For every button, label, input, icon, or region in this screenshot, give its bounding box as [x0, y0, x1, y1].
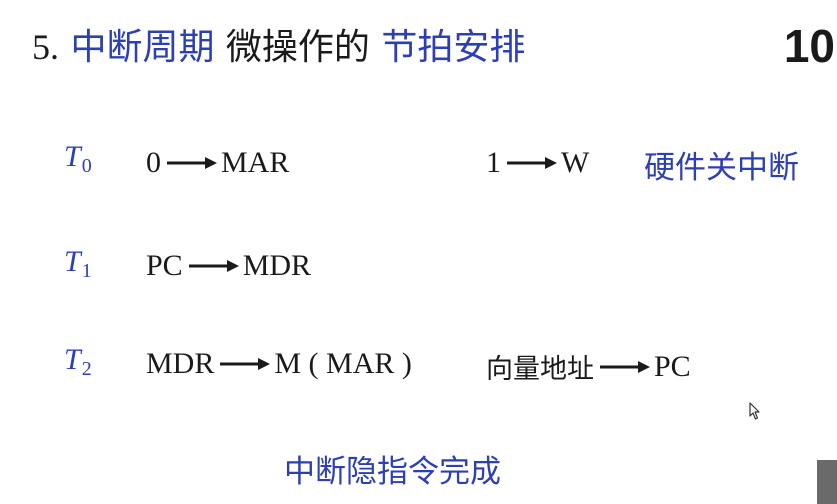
timing-letter: T — [64, 140, 81, 173]
right-arrow-icon — [167, 156, 217, 170]
timing-subscript: 0 — [81, 155, 92, 177]
timing-letter: T — [64, 343, 81, 376]
slide-title: 5. 中断周期 微操作的 节拍安排 — [32, 22, 525, 72]
timing-subscript: 1 — [81, 260, 92, 282]
title-number: 5. — [32, 27, 59, 67]
op-t2-mdr-to-memory: MDR M ( MAR ) — [146, 347, 412, 381]
timing-subscript: 2 — [81, 358, 92, 380]
timing-label-t1: T1 — [64, 245, 92, 283]
footer-implicit-instruction-complete: 中断隐指令完成 — [284, 454, 501, 490]
page-number: 10 — [783, 20, 835, 72]
op-source: 1 — [486, 146, 501, 179]
op-t0-one-to-w: 1 W — [486, 146, 589, 180]
timing-label-t0: T0 — [64, 140, 92, 178]
op-t1-pc-to-mdr: PC MDR — [146, 249, 311, 283]
op-target: MAR — [221, 146, 290, 179]
right-arrow-icon — [507, 156, 557, 170]
op-target: PC — [654, 349, 691, 383]
op-target: M ( MAR ) — [274, 347, 412, 380]
timing-label-t2: T2 — [64, 343, 92, 381]
video-thumbnail-edge — [817, 460, 837, 504]
note-hardware-disable-interrupt: 硬件关中断 — [644, 150, 799, 186]
op-target: W — [561, 146, 590, 179]
timing-letter: T — [64, 245, 81, 278]
op-source: MDR — [146, 347, 215, 380]
right-arrow-icon — [600, 360, 650, 374]
op-source: 向量地址 — [486, 354, 594, 385]
mouse-cursor-icon — [749, 402, 760, 420]
right-arrow-icon — [220, 357, 271, 371]
title-part-micro-ops: 微操作的 — [225, 27, 370, 68]
op-target: MDR — [242, 249, 312, 282]
title-part-interrupt-cycle: 中断周期 — [70, 27, 215, 68]
title-part-timing: 节拍安排 — [381, 27, 526, 68]
op-t0-zero-to-mar: 0 MAR — [146, 146, 289, 180]
right-arrow-icon — [188, 259, 239, 273]
op-source: PC — [146, 249, 183, 282]
op-t2-vector-to-pc: 向量地址 PC — [486, 347, 691, 386]
op-source: 0 — [146, 146, 161, 179]
